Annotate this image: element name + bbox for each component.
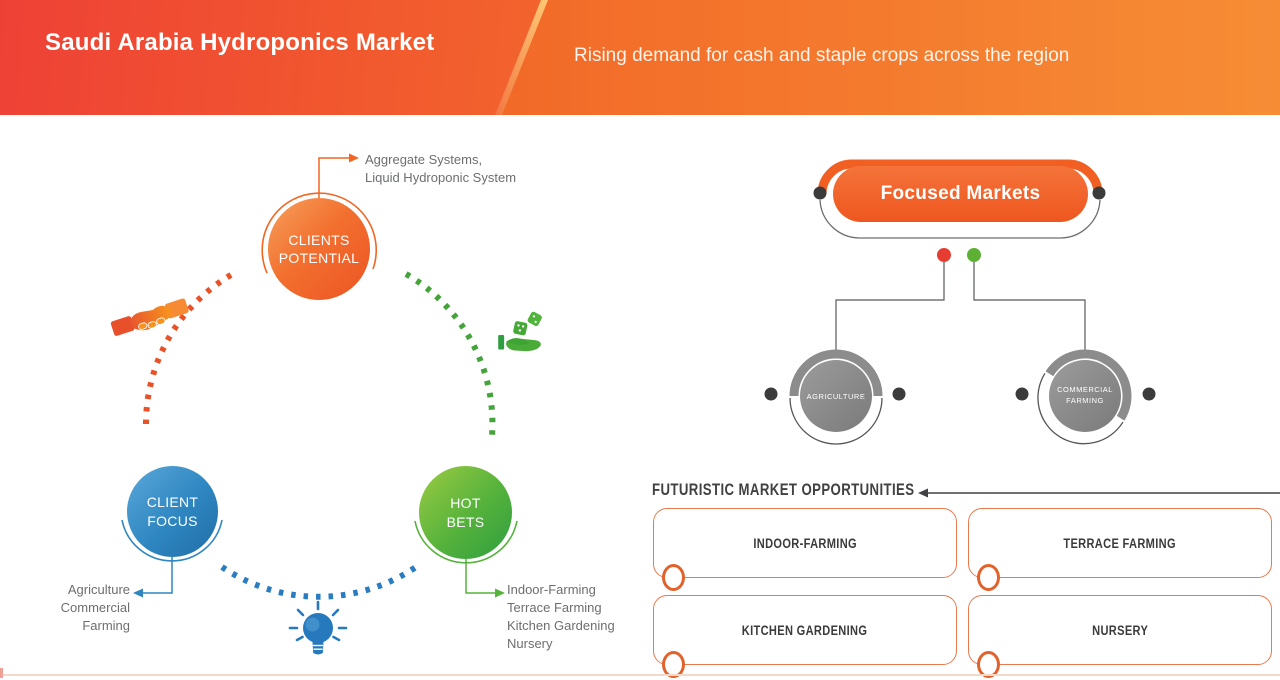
ring-left-dot	[813, 186, 827, 200]
header-banner	[0, 0, 1280, 115]
agriculture-circle	[800, 360, 872, 432]
opportunity-corner-ring-icon	[977, 651, 1000, 678]
heading-arrowhead	[918, 488, 928, 498]
bottom-divider	[0, 674, 1280, 676]
lightbulb-icon	[288, 600, 348, 655]
focused-markets-title: Focused Markets	[880, 183, 1041, 204]
commercial-left-dot	[1015, 387, 1029, 401]
opportunities-heading: FUTURISTIC MARKET OPPORTUNITIES	[652, 481, 915, 499]
opportunity-box-indoor-farming: INDOOR-FARMING	[653, 508, 957, 591]
ring-top-arc	[817, 159, 1103, 195]
cycle-dashed-arcs	[142, 268, 496, 600]
tree-connectors	[835, 262, 1086, 350]
handshake-icon	[110, 298, 189, 336]
clients-potential-annotation: Aggregate Systems, Liquid Hydroponic Sys…	[365, 152, 517, 185]
focused-markets-pill	[833, 166, 1088, 222]
opportunity-label: INDOOR-FARMING	[753, 535, 857, 551]
page-title: Saudi Arabia Hydroponics Market	[45, 29, 435, 56]
client-focus-node: CLIENT FOCUS	[127, 466, 218, 557]
header-banner-right-panel	[497, 0, 1280, 115]
heading-arrow	[918, 488, 1280, 498]
hot-bets-annotation: Indoor-Farming Terrace Farming Kitchen G…	[507, 582, 615, 651]
ring-bottom-arc	[819, 199, 1101, 239]
opportunity-label: TERRACE FARMING	[1063, 535, 1177, 551]
agriculture-label: AGRICULTURE	[806, 392, 866, 401]
commercial-circle	[1049, 360, 1121, 432]
agriculture-left-dot	[764, 387, 778, 401]
opportunity-corner-ring-icon	[662, 564, 685, 591]
red-dot	[937, 248, 951, 262]
client-focus-arrowhead	[133, 588, 143, 598]
ring-right-dot	[1092, 186, 1106, 200]
client-focus-annotation: Agriculture Commercial Farming	[60, 582, 130, 633]
commercial-thick-arc	[1045, 349, 1132, 421]
commercial-farming-label: COMMERCIAL FARMING	[1057, 385, 1113, 406]
opportunity-label: NURSERY	[1091, 622, 1149, 638]
clients-potential-node: CLIENTS POTENTIAL	[268, 198, 370, 300]
focused-markets-ring	[813, 159, 1106, 239]
page-subtitle: Rising demand for cash and staple crops …	[574, 45, 1070, 66]
opportunity-box-nursery: NURSERY	[968, 595, 1272, 678]
clients-potential-arrowhead	[349, 153, 359, 163]
bottom-left-tick	[0, 668, 3, 678]
client-focus-connector	[143, 557, 173, 594]
opportunity-corner-ring-icon	[977, 564, 1000, 591]
opportunity-corner-ring-icon	[662, 651, 685, 678]
opportunity-box-terrace-farming: TERRACE FARMING	[968, 508, 1272, 591]
opportunity-box-kitchen-gardening: KITCHEN GARDENING	[653, 595, 957, 678]
hot-bets-arrowhead	[495, 588, 505, 598]
agriculture-thick-arc	[789, 349, 883, 397]
commercial-farming-node	[1015, 349, 1156, 445]
agriculture-node	[764, 349, 906, 445]
clients-potential-ring	[261, 192, 378, 274]
tree-connector-left	[835, 262, 945, 350]
agriculture-right-dot	[892, 387, 906, 401]
commercial-right-dot	[1142, 387, 1156, 401]
clients-potential-connector	[318, 157, 349, 200]
dice-hand-icon	[498, 311, 542, 352]
agriculture-thin-arc	[789, 397, 883, 445]
opportunity-label: KITCHEN GARDENING	[742, 622, 868, 638]
tree-connector-right	[973, 262, 1086, 350]
cycle-arc-blue	[220, 564, 418, 600]
hot-bets-connector	[465, 559, 495, 594]
cycle-arc-orange	[142, 268, 240, 425]
green-dot	[967, 248, 981, 262]
commercial-thin-arc	[1037, 372, 1124, 445]
hot-bets-node: HOT BETS	[419, 466, 512, 559]
cycle-arc-green	[404, 271, 496, 437]
annotation-connectors	[133, 153, 505, 598]
